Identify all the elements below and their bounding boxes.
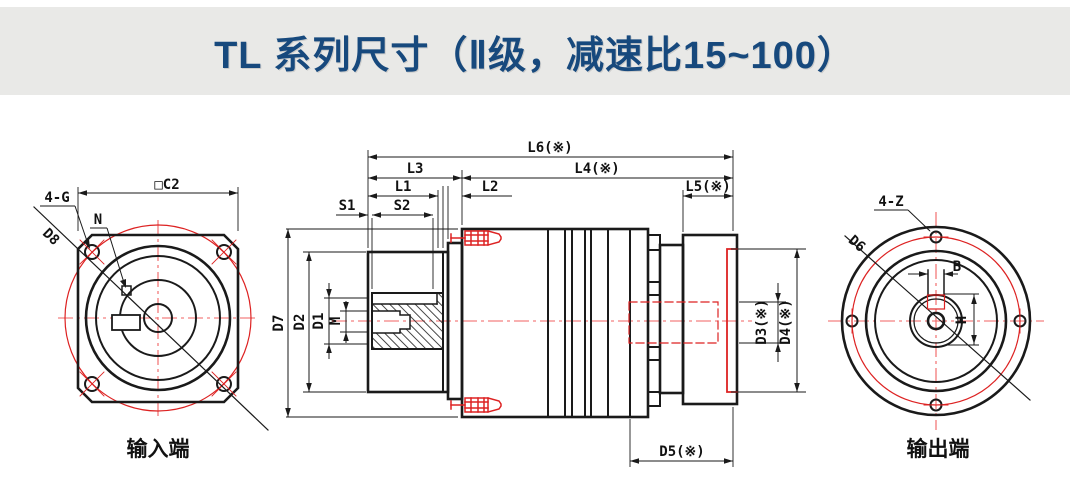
- label-4g: 4-G: [44, 190, 69, 206]
- diameter-dimensions: D7 D2 D1 M D3(※) D4(※): [271, 229, 800, 417]
- output-end-view: B H 4-Z D6 输出端: [828, 194, 1044, 461]
- centerlines: [828, 212, 1044, 430]
- dim-label-l4: L4(※): [574, 161, 619, 177]
- leader-4z: 4-Z: [874, 194, 932, 233]
- body-circle-inner: [874, 259, 998, 383]
- page-title: TL 系列尺寸（Ⅱ级，减速比15~100）: [214, 34, 856, 77]
- label-d8: D8: [39, 226, 62, 249]
- dimension-b: B: [908, 259, 961, 277]
- bolt-circle: [64, 224, 252, 412]
- output-bore-hidden: [628, 301, 719, 344]
- body-circle-outer: [864, 249, 1008, 393]
- shaft-circle-inner: [913, 298, 959, 344]
- length-dimensions: L6(※) L3 L4(※) L1 L2 L5(※) S1: [336, 140, 733, 464]
- side-section-view: L6(※) L3 L4(※) L1 L2 L5(※) S1: [271, 140, 806, 467]
- pilot-circle-inner: [95, 255, 221, 381]
- bolt-holes: [845, 230, 1027, 412]
- dim-label-d2: D2: [292, 314, 308, 331]
- keyway-slot: [111, 314, 141, 331]
- dim-label-l1: L1: [395, 179, 412, 195]
- dim-label-d4: D4(※): [778, 299, 794, 344]
- joint-tabs: [647, 234, 661, 407]
- square-flange-outline: [76, 233, 240, 404]
- dim-label-d3: D3(※): [754, 299, 770, 344]
- set-screw-top: [450, 230, 502, 246]
- d6-diagonal-line: [844, 235, 1031, 401]
- input-end-view: □C2 4-G N D8 输入端: [33, 177, 269, 461]
- dim-label-d1: D1: [311, 313, 327, 330]
- dimension-c2: □C2: [77, 177, 239, 231]
- output-end-caption: 输出端: [907, 437, 970, 461]
- flange-outer-circle: [840, 225, 1032, 417]
- dim-label-h: H: [954, 316, 970, 324]
- dim-label-d5: D5(※): [659, 444, 704, 460]
- dim-label-l5: L5(※): [685, 179, 730, 195]
- label-4z: 4-Z: [878, 194, 903, 210]
- extension-lines: [286, 150, 806, 467]
- output-adapter: [658, 243, 685, 395]
- leader-4g: 4-G: [40, 190, 90, 249]
- dim-label-s1: S1: [339, 198, 356, 214]
- dim-label-l6: L6(※): [527, 140, 572, 156]
- clamp-hub-section: [371, 292, 444, 350]
- dim-label-m: M: [328, 317, 344, 325]
- label-n: N: [94, 212, 102, 228]
- bolt-holes: [79, 239, 237, 397]
- dim-label-l3: L3: [407, 161, 424, 177]
- pilot-circle-outer: [84, 244, 232, 392]
- dimension-h: H: [944, 293, 979, 346]
- center-hole: [143, 303, 173, 333]
- dim-label-s2: S2: [394, 198, 411, 214]
- d8-diagonal-line: [33, 206, 269, 431]
- centerlines: [58, 220, 258, 416]
- ring-section-lines: [547, 228, 631, 418]
- dim-label-b: B: [953, 259, 961, 275]
- label-d6: D6: [845, 232, 868, 255]
- output-flange-edge: [681, 233, 739, 406]
- title-banner: TL 系列尺寸（Ⅱ级，减速比15~100）: [0, 7, 1070, 95]
- dim-label-d7: D7: [271, 315, 287, 332]
- center-hole: [926, 311, 946, 331]
- input-end-caption: 输入端: [127, 437, 190, 461]
- leader-n: N: [90, 212, 126, 288]
- dim-label-l2: L2: [482, 179, 499, 195]
- set-screw-bottom: [450, 397, 502, 413]
- thread-hole-outline: [371, 310, 411, 334]
- gear-housing-body: [460, 227, 650, 419]
- dim-label-c2: □C2: [154, 177, 179, 193]
